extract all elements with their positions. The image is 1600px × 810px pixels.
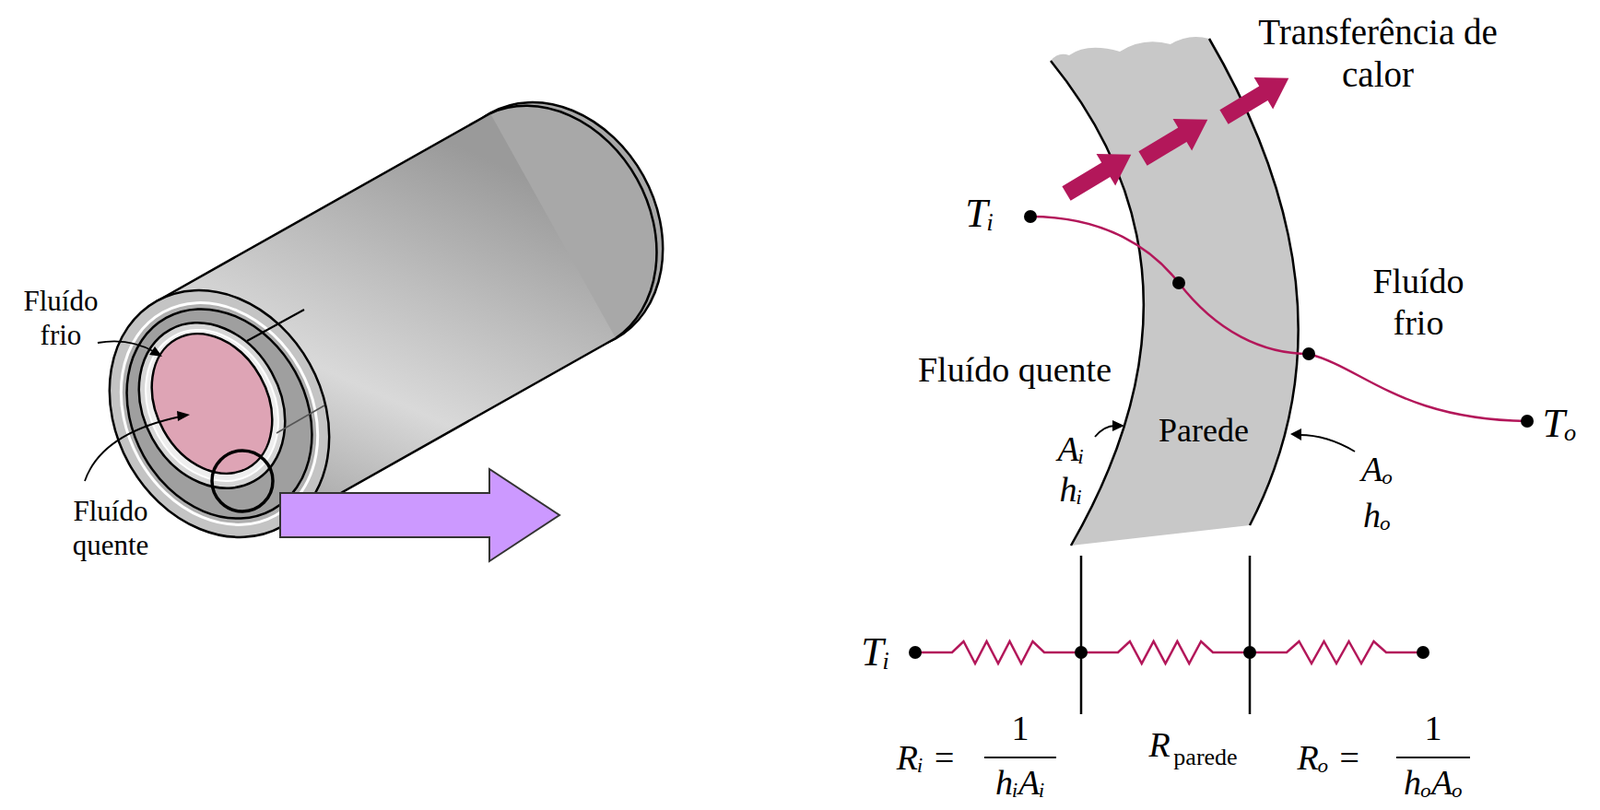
leader-line [1299, 435, 1355, 452]
leader-line [1094, 425, 1116, 437]
fluid-label: Fluído frio [1349, 260, 1488, 344]
coefficient-label: hₒ [1363, 494, 1391, 537]
formula-text: hₒAₒ [1403, 762, 1463, 804]
formula-text: Rₒ = [1296, 737, 1361, 779]
heat-arrow [1057, 62, 1299, 211]
heat-transfer-title: Transferência de calor [1247, 11, 1510, 96]
formula-text: 1 [1011, 707, 1030, 750]
temperature-profile [1030, 216, 1528, 422]
leader-line [97, 341, 155, 353]
node-line [1080, 555, 1083, 715]
formula-text: hᵢAᵢ [995, 762, 1046, 804]
formula-text: Rᵢ = [896, 737, 956, 779]
fluid-label: Fluído quente [917, 349, 1112, 391]
temperature-label: Tᵢ [964, 189, 994, 238]
fraction-bar [984, 756, 1057, 759]
temperature-label: Tᵢ [860, 628, 890, 677]
fraction-bar [1396, 756, 1471, 759]
coefficient-label: hᵢ [1058, 469, 1083, 511]
area-label: Aₒ [1361, 448, 1393, 491]
detail-circle [211, 450, 273, 512]
resistor-symbol [1081, 641, 1250, 664]
formula-text: 1 [1424, 707, 1443, 750]
wall-label: Parede [1158, 411, 1249, 450]
node-line [1248, 555, 1252, 715]
resistor-symbol [915, 641, 1082, 664]
area-label: Aᵢ [1057, 428, 1084, 471]
fluid-label: Fluído quente [46, 494, 176, 563]
formula-text: R [1148, 724, 1170, 766]
zoom-arrow [280, 469, 560, 562]
fluid-label: Fluído frio [10, 284, 112, 353]
resistor-network [915, 641, 1424, 664]
formula-subscript: parede [1173, 743, 1237, 773]
inner-pipe [110, 296, 315, 515]
temperature-label: Tₒ [1541, 400, 1577, 448]
leader-line [84, 416, 181, 482]
resistor-symbol [1249, 641, 1424, 664]
